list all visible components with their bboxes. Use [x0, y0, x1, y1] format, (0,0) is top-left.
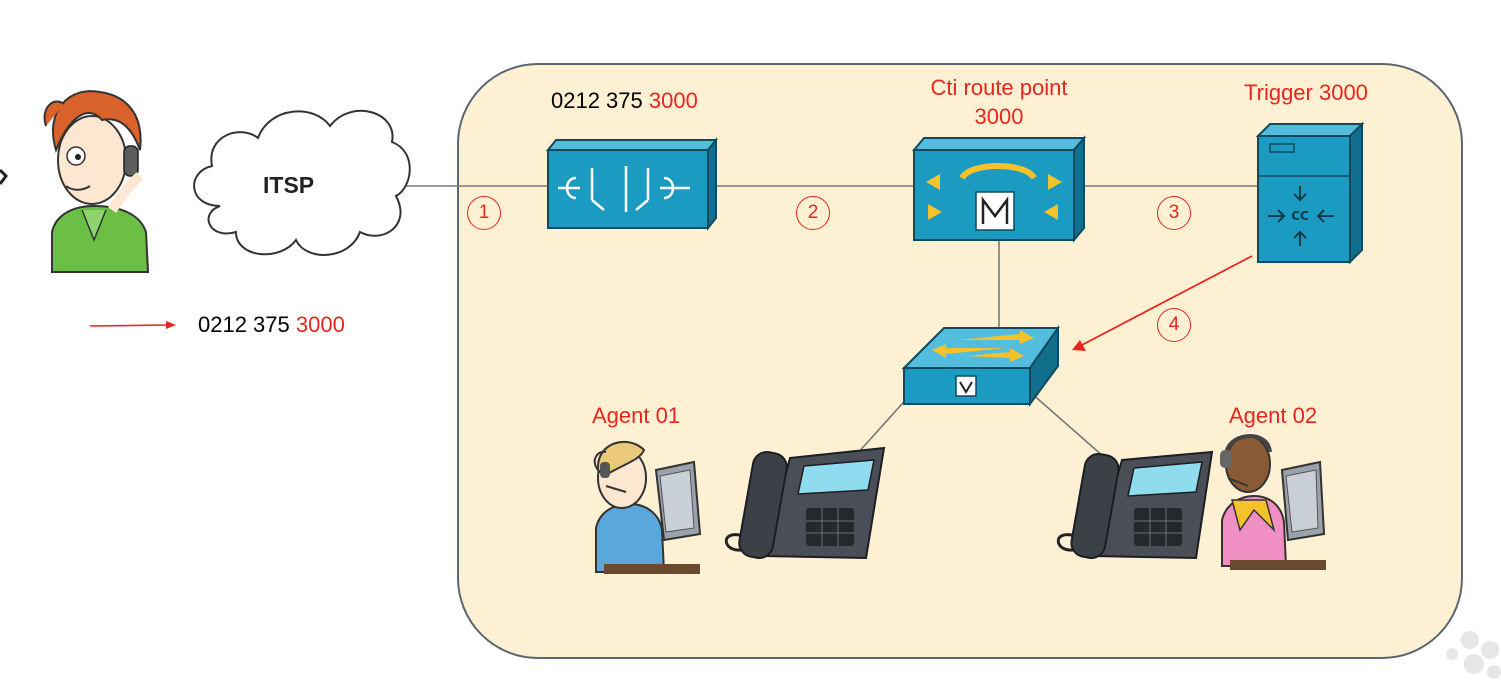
caller-illustration — [43, 90, 150, 273]
left-edge-mark — [0, 168, 8, 185]
lan-switch — [901, 324, 1060, 408]
gateway-number: 0212 375 3000 — [551, 88, 698, 114]
trigger-label: Trigger 3000 — [1244, 80, 1368, 105]
ip-phone-2 — [1056, 450, 1214, 560]
connection-lines — [404, 185, 1262, 465]
dialed-extension: 3000 — [295, 312, 345, 337]
voice-gateway — [545, 137, 719, 231]
gateway-prefix: 0212 375 — [551, 88, 643, 113]
agent-1-illustration — [593, 440, 702, 574]
red-arrows — [89, 255, 1253, 351]
step-4-marker: 4 — [1157, 308, 1191, 342]
trigger-arrow-head — [1072, 340, 1086, 351]
cti-label-line1: Cti route point — [930, 75, 1068, 100]
cti-route-point-device — [911, 135, 1087, 243]
agent-2-illustration — [1220, 434, 1326, 570]
step-2-marker: 2 — [796, 196, 830, 230]
gateway-extension: 3000 — [648, 88, 698, 113]
itsp-label: ITSP — [263, 172, 315, 198]
cti-label-line2: 3000 — [974, 104, 1024, 129]
itsp-cloud — [193, 109, 411, 256]
svg-text:CC: CC — [1291, 209, 1309, 223]
cti-route-point-label: Cti route point 3000 — [900, 73, 1098, 131]
watermark-logo — [1446, 631, 1501, 679]
switch-phone2-link — [1029, 391, 1113, 465]
dialed-number: 0212 375 3000 — [198, 312, 345, 338]
agent-1-label: Agent 01 — [592, 403, 681, 428]
dialed-prefix: 0212 375 — [198, 312, 290, 337]
dial-arrow — [89, 324, 169, 327]
step-3-marker: 3 — [1157, 196, 1191, 230]
trigger-arrow — [1079, 255, 1253, 347]
trigger-server: CC — [1255, 121, 1365, 265]
step-1-marker: 1 — [467, 196, 501, 230]
ip-phone-1 — [724, 446, 886, 560]
agent-2-label: Agent 02 — [1229, 403, 1318, 428]
dial-arrow-head — [166, 321, 176, 329]
